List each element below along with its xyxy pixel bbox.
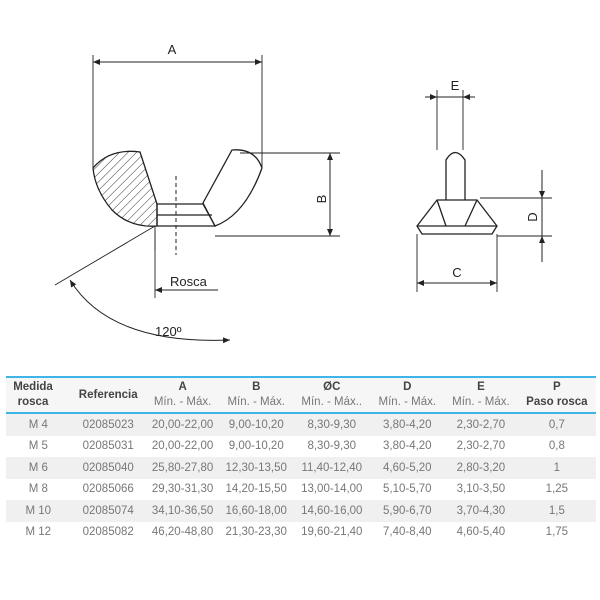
column-title: Medida rosca bbox=[13, 381, 53, 408]
column-subtitle: Paso rosca bbox=[526, 396, 588, 408]
angle-label: 120º bbox=[155, 324, 182, 339]
table-cell: 19,60-21,40 bbox=[301, 526, 363, 539]
table-cell: 02085074 bbox=[82, 504, 134, 517]
table-cell: 12,30-13,50 bbox=[225, 461, 287, 474]
table-cell: 7,40-8,40 bbox=[382, 526, 432, 539]
table-cell: 11,40-12,40 bbox=[301, 461, 363, 474]
dimension-a-label: A bbox=[168, 42, 177, 57]
column-title: E bbox=[477, 381, 485, 393]
column-title: B bbox=[252, 381, 261, 393]
table-cell: 13,00-14,00 bbox=[301, 483, 363, 496]
table-cell: 46,20-48,80 bbox=[151, 526, 214, 539]
table-cell: 2,30-2,70 bbox=[456, 440, 506, 453]
table-cell: 1,75 bbox=[545, 526, 569, 539]
column-header: D Mín. - Máx. bbox=[370, 377, 444, 413]
table-cell: 3,80-4,20 bbox=[382, 440, 432, 453]
column-subtitle: Mín. - Máx. bbox=[227, 396, 285, 408]
left-wing-section bbox=[92, 150, 158, 227]
column-header: B Mín. - Máx. bbox=[219, 377, 293, 413]
table-cell: 3,80-4,20 bbox=[382, 418, 432, 431]
dimensions-table: Medida rosca Referencia A Mín. - Máx. B Mín. … bbox=[6, 376, 596, 543]
column-subtitle: Mín. - Máx. bbox=[153, 396, 212, 408]
table-cell: 0,7 bbox=[548, 418, 565, 431]
column-title: P bbox=[553, 381, 561, 393]
table-row: M 8 02085066 29,30-31,30 14,20-15,50 13,00-1… bbox=[6, 479, 596, 501]
table-cell: 1 bbox=[553, 461, 561, 474]
table-cell: M 8 bbox=[28, 483, 48, 496]
column-title: ØC bbox=[323, 381, 341, 393]
table-cell: 25,80-27,80 bbox=[151, 461, 214, 474]
table-cell: 9,00-10,20 bbox=[228, 418, 284, 431]
table-cell: 1,5 bbox=[548, 504, 565, 517]
table-cell: 2,80-3,20 bbox=[456, 461, 506, 474]
table-cell: M 12 bbox=[25, 526, 52, 539]
table-body: M 4 02085023 20,00-22,00 9,00-10,20 8,30-9,3… bbox=[6, 413, 596, 543]
table-cell: M 10 bbox=[25, 504, 52, 517]
table-header-row: Medida rosca Referencia A Mín. - Máx. B Mín. … bbox=[6, 377, 596, 413]
table-row: M 4 02085023 20,00-22,00 9,00-10,20 8,30-9,3… bbox=[6, 413, 596, 436]
table-cell: 0,8 bbox=[548, 440, 565, 453]
table-cell: 8,30-9,30 bbox=[307, 418, 357, 431]
front-view bbox=[54, 55, 340, 344]
column-subtitle: Mín. - Máx. bbox=[452, 396, 510, 408]
table-cell: 8,30-9,30 bbox=[307, 440, 357, 453]
table-row: M 12 02085082 46,20-48,80 21,30-23,30 19,60-… bbox=[6, 522, 596, 544]
table-cell: 1,25 bbox=[545, 483, 569, 496]
dimension-b-label: B bbox=[314, 195, 329, 204]
table-cell: 3,10-3,50 bbox=[456, 483, 506, 496]
column-subtitle: Mín. - Máx.. bbox=[301, 396, 363, 408]
column-header: Referencia bbox=[71, 377, 146, 413]
column-header: Medida rosca bbox=[6, 377, 71, 413]
column-subtitle: Mín. - Máx. bbox=[378, 396, 437, 408]
table-cell: 02085031 bbox=[82, 440, 134, 453]
wing-nut-technical-drawing: A B Rosca 120º E C D bbox=[54, 42, 552, 344]
table-cell: 02085082 bbox=[82, 526, 134, 539]
table-cell: M 6 bbox=[28, 461, 48, 474]
table-cell: 2,30-2,70 bbox=[456, 418, 506, 431]
table-cell: 21,30-23,30 bbox=[225, 526, 287, 539]
dimension-e-label: E bbox=[451, 78, 460, 93]
column-title: Referencia bbox=[78, 388, 138, 401]
table-cell: 20,00-22,00 bbox=[151, 440, 214, 453]
table-cell: M 4 bbox=[28, 418, 48, 431]
table-cell: 16,60-18,00 bbox=[225, 504, 287, 517]
column-title: A bbox=[178, 381, 187, 393]
table-cell: 34,10-36,50 bbox=[151, 504, 214, 517]
table-row: M 5 02085031 20,00-22,00 9,00-10,20 8,30-9,3… bbox=[6, 436, 596, 458]
side-view bbox=[416, 90, 552, 292]
table-cell: 02085066 bbox=[82, 483, 134, 496]
table-cell: 4,60-5,20 bbox=[382, 461, 432, 474]
table-cell: 29,30-31,30 bbox=[151, 483, 214, 496]
table-cell: 20,00-22,00 bbox=[151, 418, 214, 431]
table-cell: 4,60-5,40 bbox=[456, 526, 506, 539]
table-cell: 02085023 bbox=[82, 418, 134, 431]
table-cell: 5,10-5,70 bbox=[382, 483, 432, 496]
column-header: ØC Mín. - Máx.. bbox=[293, 377, 370, 413]
dimension-d-label: D bbox=[525, 212, 540, 221]
column-header: P Paso rosca bbox=[518, 377, 596, 413]
table-cell: 9,00-10,20 bbox=[228, 440, 284, 453]
column-header: A Mín. - Máx. bbox=[146, 377, 220, 413]
table-cell: M 5 bbox=[28, 440, 48, 453]
rosca-label: Rosca bbox=[170, 274, 208, 289]
nut-body bbox=[156, 203, 217, 227]
table-row: M 6 02085040 25,80-27,80 12,30-13,50 11,40-1… bbox=[6, 457, 596, 479]
table-cell: 14,60-16,00 bbox=[301, 504, 363, 517]
table-cell: 5,90-6,70 bbox=[382, 504, 432, 517]
dimension-c-label: C bbox=[452, 265, 461, 280]
column-header: E Mín. - Máx. bbox=[444, 377, 518, 413]
table-cell: 02085040 bbox=[82, 461, 134, 474]
column-title: D bbox=[403, 381, 412, 393]
table-cell: 14,20-15,50 bbox=[225, 483, 287, 496]
table-row: M 10 02085074 34,10-36,50 16,60-18,00 14,60-… bbox=[6, 500, 596, 522]
table-cell: 3,70-4,30 bbox=[456, 504, 506, 517]
